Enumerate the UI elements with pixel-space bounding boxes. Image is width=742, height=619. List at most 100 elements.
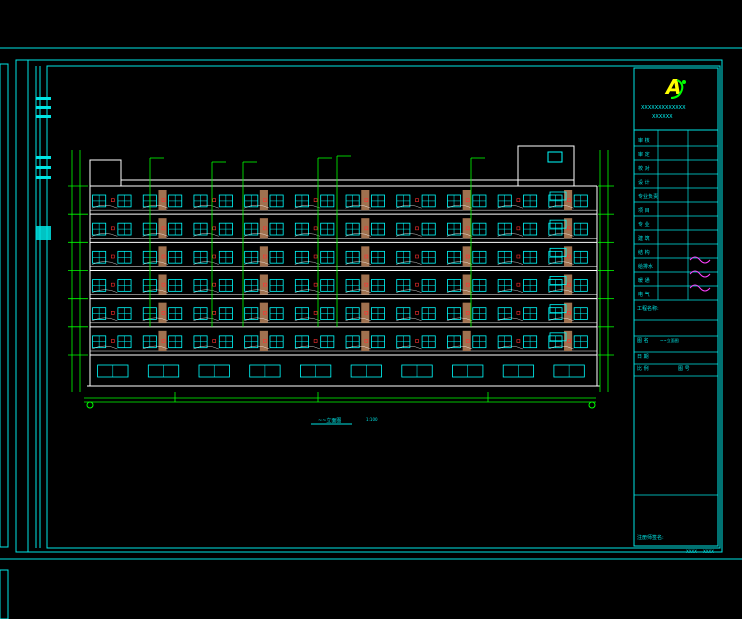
vent-mark: [415, 311, 419, 315]
building-elevation: [87, 145, 600, 387]
ac-pipe: [142, 317, 169, 322]
column-panel: [158, 330, 167, 351]
column-panel: [361, 190, 370, 211]
ac-pipe: [294, 345, 321, 350]
vent-mark: [465, 339, 470, 343]
ac-pipe: [548, 345, 574, 350]
info-label: 日 期: [637, 354, 649, 360]
vent-mark: [516, 311, 521, 315]
vent-mark: [110, 311, 115, 315]
vent-mark: [313, 339, 318, 343]
ac-pipe: [142, 289, 169, 293]
stair-tower-left: [89, 159, 122, 186]
ac-pipe: [91, 261, 118, 265]
column-panel: [158, 190, 167, 211]
company-logo: A: [664, 75, 686, 99]
column-panel: [259, 246, 268, 267]
ac-pipe: [497, 317, 524, 322]
ac-pipe: [244, 261, 270, 265]
title-row-label: 专业负责: [638, 193, 658, 200]
vent-mark: [212, 226, 216, 231]
ac-pipe: [244, 233, 270, 237]
column-panel: [158, 302, 167, 323]
ac-pipe: [91, 204, 118, 209]
vent-mark: [415, 339, 419, 343]
title-row-label: 给排水: [638, 263, 653, 270]
stair-window: [549, 191, 567, 201]
vent-mark: [415, 254, 419, 259]
ac-pipe: [548, 289, 574, 293]
vent-mark: [313, 226, 318, 231]
ac-pipe: [548, 204, 574, 209]
title-row-label: 审 定: [638, 151, 650, 158]
sheet-frame: [0, 47, 742, 619]
vent-mark: [263, 311, 267, 315]
ac-pipe: [345, 289, 371, 293]
vent-mark: [364, 198, 369, 202]
ac-pipe: [446, 317, 473, 322]
drawing-name: ~~立面图: [660, 337, 679, 343]
ac-pipe: [244, 345, 270, 350]
note-label: 注册师签名:: [637, 534, 664, 541]
title-row-label: 项 目: [638, 208, 650, 214]
vent-mark: [567, 254, 571, 259]
column-panel: [361, 246, 370, 267]
vent-mark: [161, 339, 166, 343]
column-panel: [462, 218, 471, 239]
column-panel: [361, 274, 370, 295]
vent-mark: [364, 339, 369, 343]
ac-pipe: [497, 289, 524, 293]
company-line-2: XXXXXX: [652, 114, 673, 120]
vent-mark: [313, 198, 318, 202]
column-panel: [564, 274, 573, 295]
stair-window: [549, 276, 567, 285]
column-panel: [462, 274, 471, 295]
ac-pipe: [345, 261, 371, 265]
vent-mark: [364, 282, 369, 287]
ac-pipe: [396, 261, 422, 265]
ac-pipe: [497, 233, 524, 237]
vent-mark: [110, 198, 115, 202]
vent-mark: [516, 282, 521, 287]
title-block: A XXXXXXXXXXXXX XXXXXX 审 核审 定校 对设 计专业负责项…: [634, 75, 718, 554]
ac-pipe: [193, 317, 219, 322]
ac-pipe: [244, 317, 270, 322]
ac-pipe: [446, 204, 473, 209]
vent-mark: [516, 226, 521, 231]
vent-mark: [110, 339, 115, 343]
ac-pipe: [446, 261, 473, 265]
stair-window: [549, 247, 567, 257]
column-panel: [462, 302, 471, 323]
signature-mark: [689, 284, 711, 292]
vent-mark: [263, 226, 267, 231]
column-panel: [462, 246, 471, 267]
vent-mark: [567, 311, 571, 315]
left-strip: [35, 66, 51, 548]
stair-window: [549, 304, 567, 314]
column-panel: [259, 190, 268, 211]
vent-mark: [465, 198, 470, 202]
vent-mark: [313, 311, 318, 315]
vent-mark: [212, 311, 216, 315]
stair-window: [549, 219, 567, 229]
ac-pipe: [548, 261, 574, 265]
vent-mark: [364, 311, 369, 315]
vent-mark: [212, 339, 216, 343]
company-line-1: XXXXXXXXXXXXX: [641, 105, 686, 111]
ac-pipe: [345, 233, 371, 237]
vent-mark: [110, 226, 115, 231]
ac-pipe: [142, 233, 169, 237]
signature-mark: [689, 270, 711, 278]
vent-mark: [313, 282, 318, 287]
ac-pipe: [142, 204, 169, 209]
column-panel: [462, 330, 471, 351]
ac-pipe: [396, 345, 422, 350]
ac-pipe: [497, 345, 524, 350]
ac-pipe: [446, 345, 473, 350]
ac-pipe: [91, 317, 118, 322]
vent-mark: [465, 226, 470, 231]
column-panel: [564, 330, 573, 351]
ac-pipe: [91, 233, 118, 237]
ac-pipe: [345, 204, 371, 209]
signature-mark: [689, 256, 711, 264]
